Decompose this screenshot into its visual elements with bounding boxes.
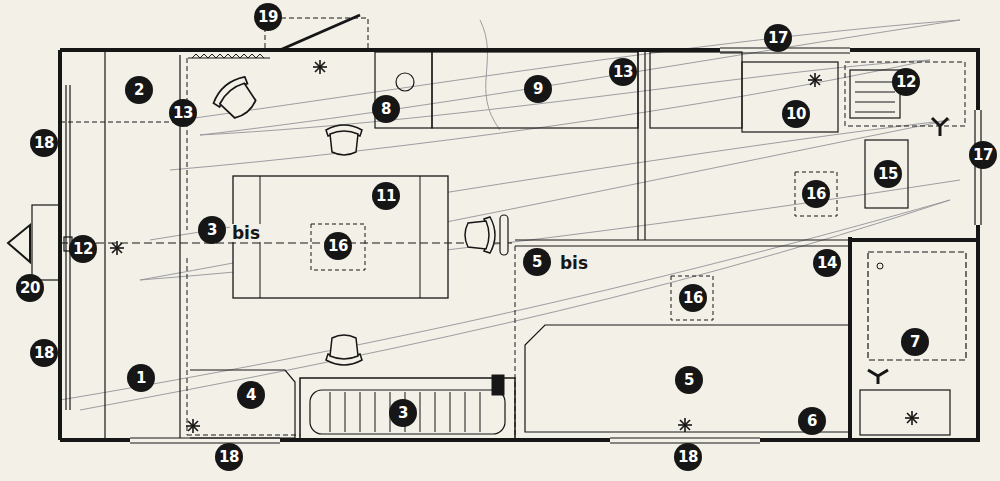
label-text: 5 xyxy=(532,255,542,270)
callout-number: 16 xyxy=(802,180,830,208)
callout-number: 3 xyxy=(198,216,226,244)
callout-number: 1 xyxy=(127,364,155,392)
label-text: 2 xyxy=(134,83,144,98)
label-text: 3 xyxy=(398,406,408,421)
label-text: 16 xyxy=(683,291,703,306)
callout-number: 18 xyxy=(30,339,58,367)
label-text: 7 xyxy=(910,335,920,350)
callout-suffix: bis xyxy=(230,224,262,243)
label-text: 8 xyxy=(381,102,391,117)
label-text: 18 xyxy=(678,450,698,465)
callout-number: 10 xyxy=(782,100,810,128)
callout-number: 11 xyxy=(372,182,400,210)
callout-number: 20 xyxy=(16,274,44,302)
callout-number: 8 xyxy=(372,95,400,123)
label-text: 3 xyxy=(207,223,217,238)
callout-number: 13 xyxy=(609,58,637,86)
label-text: 13 xyxy=(173,106,193,121)
callout-number: 5 xyxy=(675,366,703,394)
callout-number: 12 xyxy=(69,235,97,263)
label-text: bis xyxy=(560,253,588,273)
label-text: 12 xyxy=(896,75,916,90)
callout-number: 6 xyxy=(798,407,826,435)
label-text: 18 xyxy=(34,136,54,151)
callout-number: 3 xyxy=(389,399,417,427)
label-text: 4 xyxy=(246,388,256,403)
callout-number: 12 xyxy=(892,68,920,96)
callout-number: 2 xyxy=(125,76,153,104)
callout-number: 7 xyxy=(901,328,929,356)
callout-number: 15 xyxy=(874,160,902,188)
callout-number: 18 xyxy=(674,443,702,471)
label-text: 18 xyxy=(219,450,239,465)
label-text: 17 xyxy=(768,31,788,46)
callout-number: 17 xyxy=(969,141,997,169)
label-text: 16 xyxy=(328,239,348,254)
callout-number: 19 xyxy=(254,3,282,31)
callout-number: 16 xyxy=(679,284,707,312)
callout-number: 13 xyxy=(169,99,197,127)
label-text: 9 xyxy=(533,82,543,97)
label-text: 15 xyxy=(878,167,898,182)
label-text: 10 xyxy=(786,107,806,122)
callout-number: 18 xyxy=(215,443,243,471)
label-text: 12 xyxy=(73,242,93,257)
label-text: 11 xyxy=(376,189,396,204)
callout-number: 9 xyxy=(524,75,552,103)
callout-number: 5 xyxy=(523,248,551,276)
callout-number: 16 xyxy=(324,232,352,260)
label-text: bis xyxy=(232,223,260,243)
callout-number: 17 xyxy=(764,24,792,52)
label-text: 6 xyxy=(807,414,817,429)
label-text: 5 xyxy=(684,373,694,388)
callout-number: 18 xyxy=(30,129,58,157)
label-text: 14 xyxy=(817,256,837,271)
callout-number: 4 xyxy=(237,381,265,409)
label-text: 19 xyxy=(258,10,278,25)
callout-suffix: bis xyxy=(558,254,590,273)
label-text: 13 xyxy=(613,65,633,80)
label-text: 17 xyxy=(973,148,993,163)
label-text: 20 xyxy=(20,281,40,296)
label-text: 18 xyxy=(34,346,54,361)
label-text: 16 xyxy=(806,187,826,202)
label-text: 1 xyxy=(136,371,146,386)
callout-number: 14 xyxy=(813,249,841,277)
